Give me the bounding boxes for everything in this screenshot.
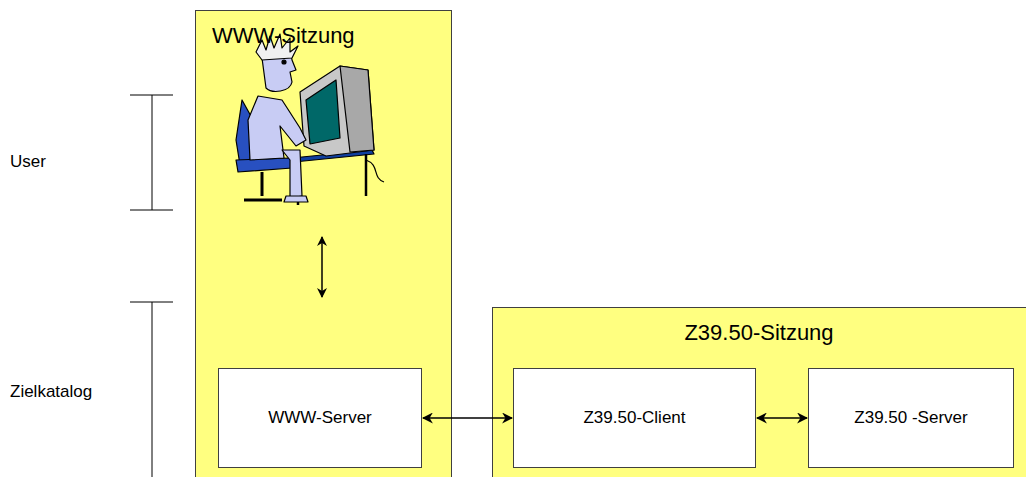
double-arrow [321, 237, 323, 297]
panel-title: Z39.50-Sitzung [493, 320, 1025, 346]
process-box: Z39.50-Client [513, 368, 756, 468]
process-box: Z39.50 -Server [808, 368, 1014, 468]
process-box: WWW-Server [218, 368, 422, 468]
level-label: Zielkatalog [10, 382, 92, 402]
bracket [130, 302, 173, 477]
double-arrow [423, 417, 512, 419]
level-label: User [10, 152, 46, 172]
box-label: WWW-Server [260, 408, 380, 428]
box-label: Z39.50 -Server [846, 408, 975, 428]
double-arrow [757, 417, 807, 419]
session-panel: Z39.50-SitzungZ39.50-Client Z39.50 -Serve… [492, 307, 1026, 477]
session-panel: WWW-SitzungWWW-Server [195, 10, 452, 477]
user-illustration [236, 34, 384, 205]
panel-title: WWW-Sitzung [212, 23, 355, 49]
box-label: Z39.50-Client [575, 408, 693, 428]
bracket [130, 95, 173, 210]
